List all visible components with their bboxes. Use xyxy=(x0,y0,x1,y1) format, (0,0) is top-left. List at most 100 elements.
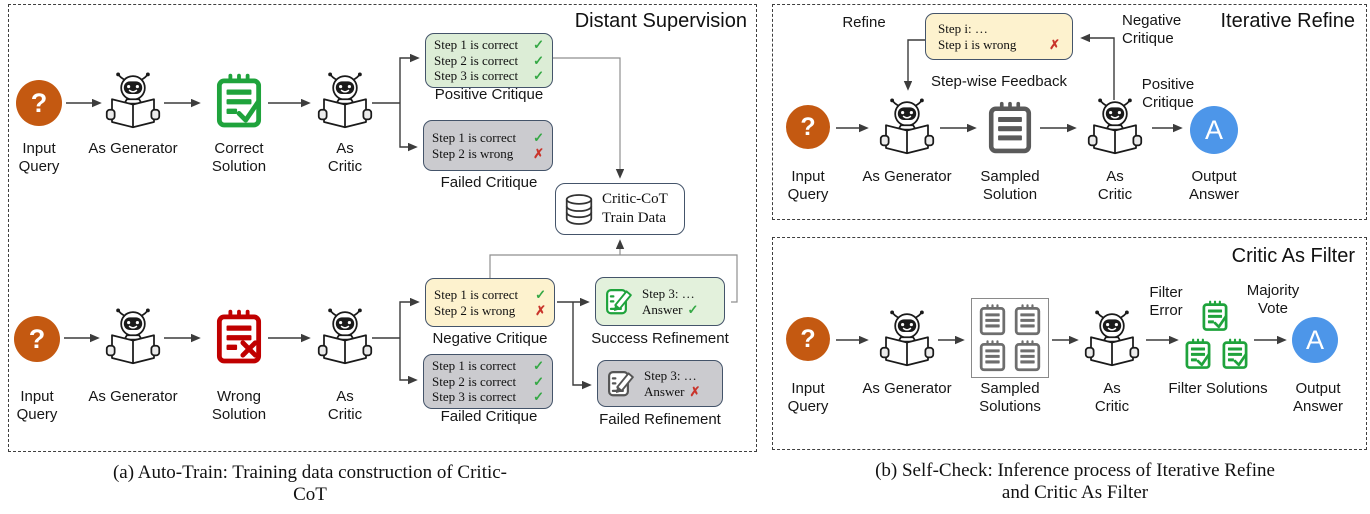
positive-critique-box: Step 1 is correct✓ Step 2 is correct✓ St… xyxy=(425,33,553,88)
label-failed-critique-top: Failed Critique xyxy=(440,174,538,191)
question-glyph: ? xyxy=(28,323,46,354)
robot-generator-icon xyxy=(105,308,161,366)
step-text: Step 3: … xyxy=(642,285,695,301)
input-query-icon: ? xyxy=(786,105,830,149)
filtered-solution-icon xyxy=(1222,338,1248,370)
step-text: Step 1 is correct xyxy=(432,130,517,145)
step-mark: ✓ xyxy=(533,373,544,389)
question-glyph: ? xyxy=(800,112,816,141)
wrong-solution-icon xyxy=(216,309,262,365)
label-output-answer: Output Answer xyxy=(1292,380,1344,416)
refine-note-icon xyxy=(604,286,634,318)
label-failed-refinement: Failed Refinement xyxy=(599,411,721,428)
robot-generator-icon xyxy=(879,310,935,368)
label-input-query: Input Query xyxy=(16,388,58,424)
label-output-answer: Output Answer xyxy=(1188,168,1240,204)
output-answer-icon: A xyxy=(1292,317,1338,363)
label-as-generator: As Generator xyxy=(88,140,178,157)
success-refinement-box: Step 3: … Answer✓ xyxy=(595,277,725,326)
input-query-icon: ? xyxy=(786,317,830,361)
robot-generator-icon xyxy=(105,72,161,130)
failed-critique-bottom-box: Step 1 is correct ✓ Step 2 is correct ✓ St… xyxy=(423,354,553,409)
label-filter-solutions: Filter Solutions xyxy=(1168,380,1268,397)
caption-b: (b) Self-Check: Inference process of Ite… xyxy=(875,460,1275,503)
label-stepwise-feedback: Step-wise Feedback xyxy=(931,73,1067,90)
label-as-critic: As Critic xyxy=(327,140,363,176)
filter-solutions-cluster xyxy=(1183,300,1247,374)
panel-c-title: Critic As Filter xyxy=(1231,245,1355,267)
label-as-critic: As Critic xyxy=(1097,168,1133,204)
step-text: Answer xyxy=(644,383,685,399)
label-as-critic: As Critic xyxy=(1094,380,1130,416)
step-text: Step i: … xyxy=(938,21,988,36)
label-positive-critique: Positive Critique xyxy=(1141,76,1195,112)
step-text: Step 3 is correct xyxy=(432,389,517,404)
step-text: Step 2 is correct xyxy=(434,52,519,68)
step-text: Step i is wrong xyxy=(938,36,1017,52)
label-as-critic: As Critic xyxy=(327,388,363,424)
step-text: Step 1 is correct xyxy=(432,358,517,373)
panel-critic-as-filter xyxy=(772,237,1367,450)
label-input-query: Input Query xyxy=(787,380,829,416)
input-query-icon: ? xyxy=(16,80,62,126)
label-as-generator: As Generator xyxy=(88,388,178,405)
answer-glyph: A xyxy=(1204,114,1223,145)
label-sampled-solutions: Sampled Solutions xyxy=(979,380,1041,416)
step-mark: ✓ xyxy=(533,358,544,373)
label-majority-vote: Majority Vote xyxy=(1246,282,1300,318)
step-mark: ✓ xyxy=(687,301,699,317)
step-mark: ✗ xyxy=(1049,36,1060,52)
filtered-solution-icon xyxy=(1185,338,1211,370)
step-mark: ✓ xyxy=(533,389,544,404)
step-mark: ✓ xyxy=(533,130,544,145)
step-text: Answer xyxy=(642,301,683,317)
step-mark: ✗ xyxy=(535,302,546,318)
stepwise-feedback-box: Step i: … Step i is wrong ✗ xyxy=(925,13,1073,60)
train-data-box: Critic-CoT Train Data xyxy=(555,183,685,235)
refine-note-icon xyxy=(606,368,636,400)
mini-clipboard-icon xyxy=(979,340,1006,372)
label-input-query: Input Query xyxy=(787,168,829,204)
label-failed-critique-bottom: Failed Critique xyxy=(440,408,538,425)
failed-critique-top-box: Step 1 is correct ✓ Step 2 is wrong ✗ xyxy=(423,120,553,171)
robot-critic-icon xyxy=(317,72,373,130)
robot-critic-icon xyxy=(1087,98,1143,156)
sampled-solution-icon xyxy=(988,100,1032,156)
step-text: Step 3 is correct xyxy=(434,68,519,83)
label-filter-error: Filter Error xyxy=(1149,284,1183,320)
database-icon xyxy=(564,191,594,227)
panel-a-title: Distant Supervision xyxy=(574,10,747,32)
panel-b-title: Iterative Refine xyxy=(1220,10,1355,32)
label-as-generator: As Generator xyxy=(862,380,952,397)
label-sampled-solution: Sampled Solution xyxy=(980,168,1040,204)
output-answer-icon: A xyxy=(1190,106,1238,154)
label-negative-critique: Negative Critique xyxy=(432,330,548,347)
input-query-icon: ? xyxy=(14,316,60,362)
label-negative-critique: Negative Critique xyxy=(1122,12,1182,48)
sampled-solutions-grid xyxy=(971,298,1049,378)
step-text: Step 2 is wrong xyxy=(432,145,514,161)
label-refine: Refine xyxy=(842,14,886,31)
question-glyph: ? xyxy=(30,87,48,118)
negative-critique-box: Step 1 is correct✓ Step 2 is wrong✗ xyxy=(425,278,555,327)
step-text: Step 1 is correct xyxy=(434,287,519,302)
caption-a: (a) Auto-Train: Training data constructi… xyxy=(112,462,508,505)
label-input-query: Input Query xyxy=(18,140,60,176)
step-mark: ✗ xyxy=(689,383,701,399)
step-mark: ✓ xyxy=(533,68,544,83)
mini-clipboard-icon xyxy=(1014,304,1041,336)
robot-critic-icon xyxy=(317,308,373,366)
step-text: Step 2 is wrong xyxy=(434,302,516,318)
correct-solution-icon xyxy=(216,73,262,129)
step-mark: ✓ xyxy=(533,52,544,68)
step-mark: ✗ xyxy=(533,145,544,161)
train-data-line2: Train Data xyxy=(602,210,667,226)
step-mark: ✓ xyxy=(533,37,544,52)
train-data-line1: Critic-CoT xyxy=(602,191,668,207)
step-text: Step 2 is correct xyxy=(432,373,517,389)
mini-clipboard-icon xyxy=(1014,340,1041,372)
robot-critic-icon xyxy=(1084,310,1140,368)
label-success-refinement: Success Refinement xyxy=(591,330,729,347)
step-text: Step 3: … xyxy=(644,367,697,383)
